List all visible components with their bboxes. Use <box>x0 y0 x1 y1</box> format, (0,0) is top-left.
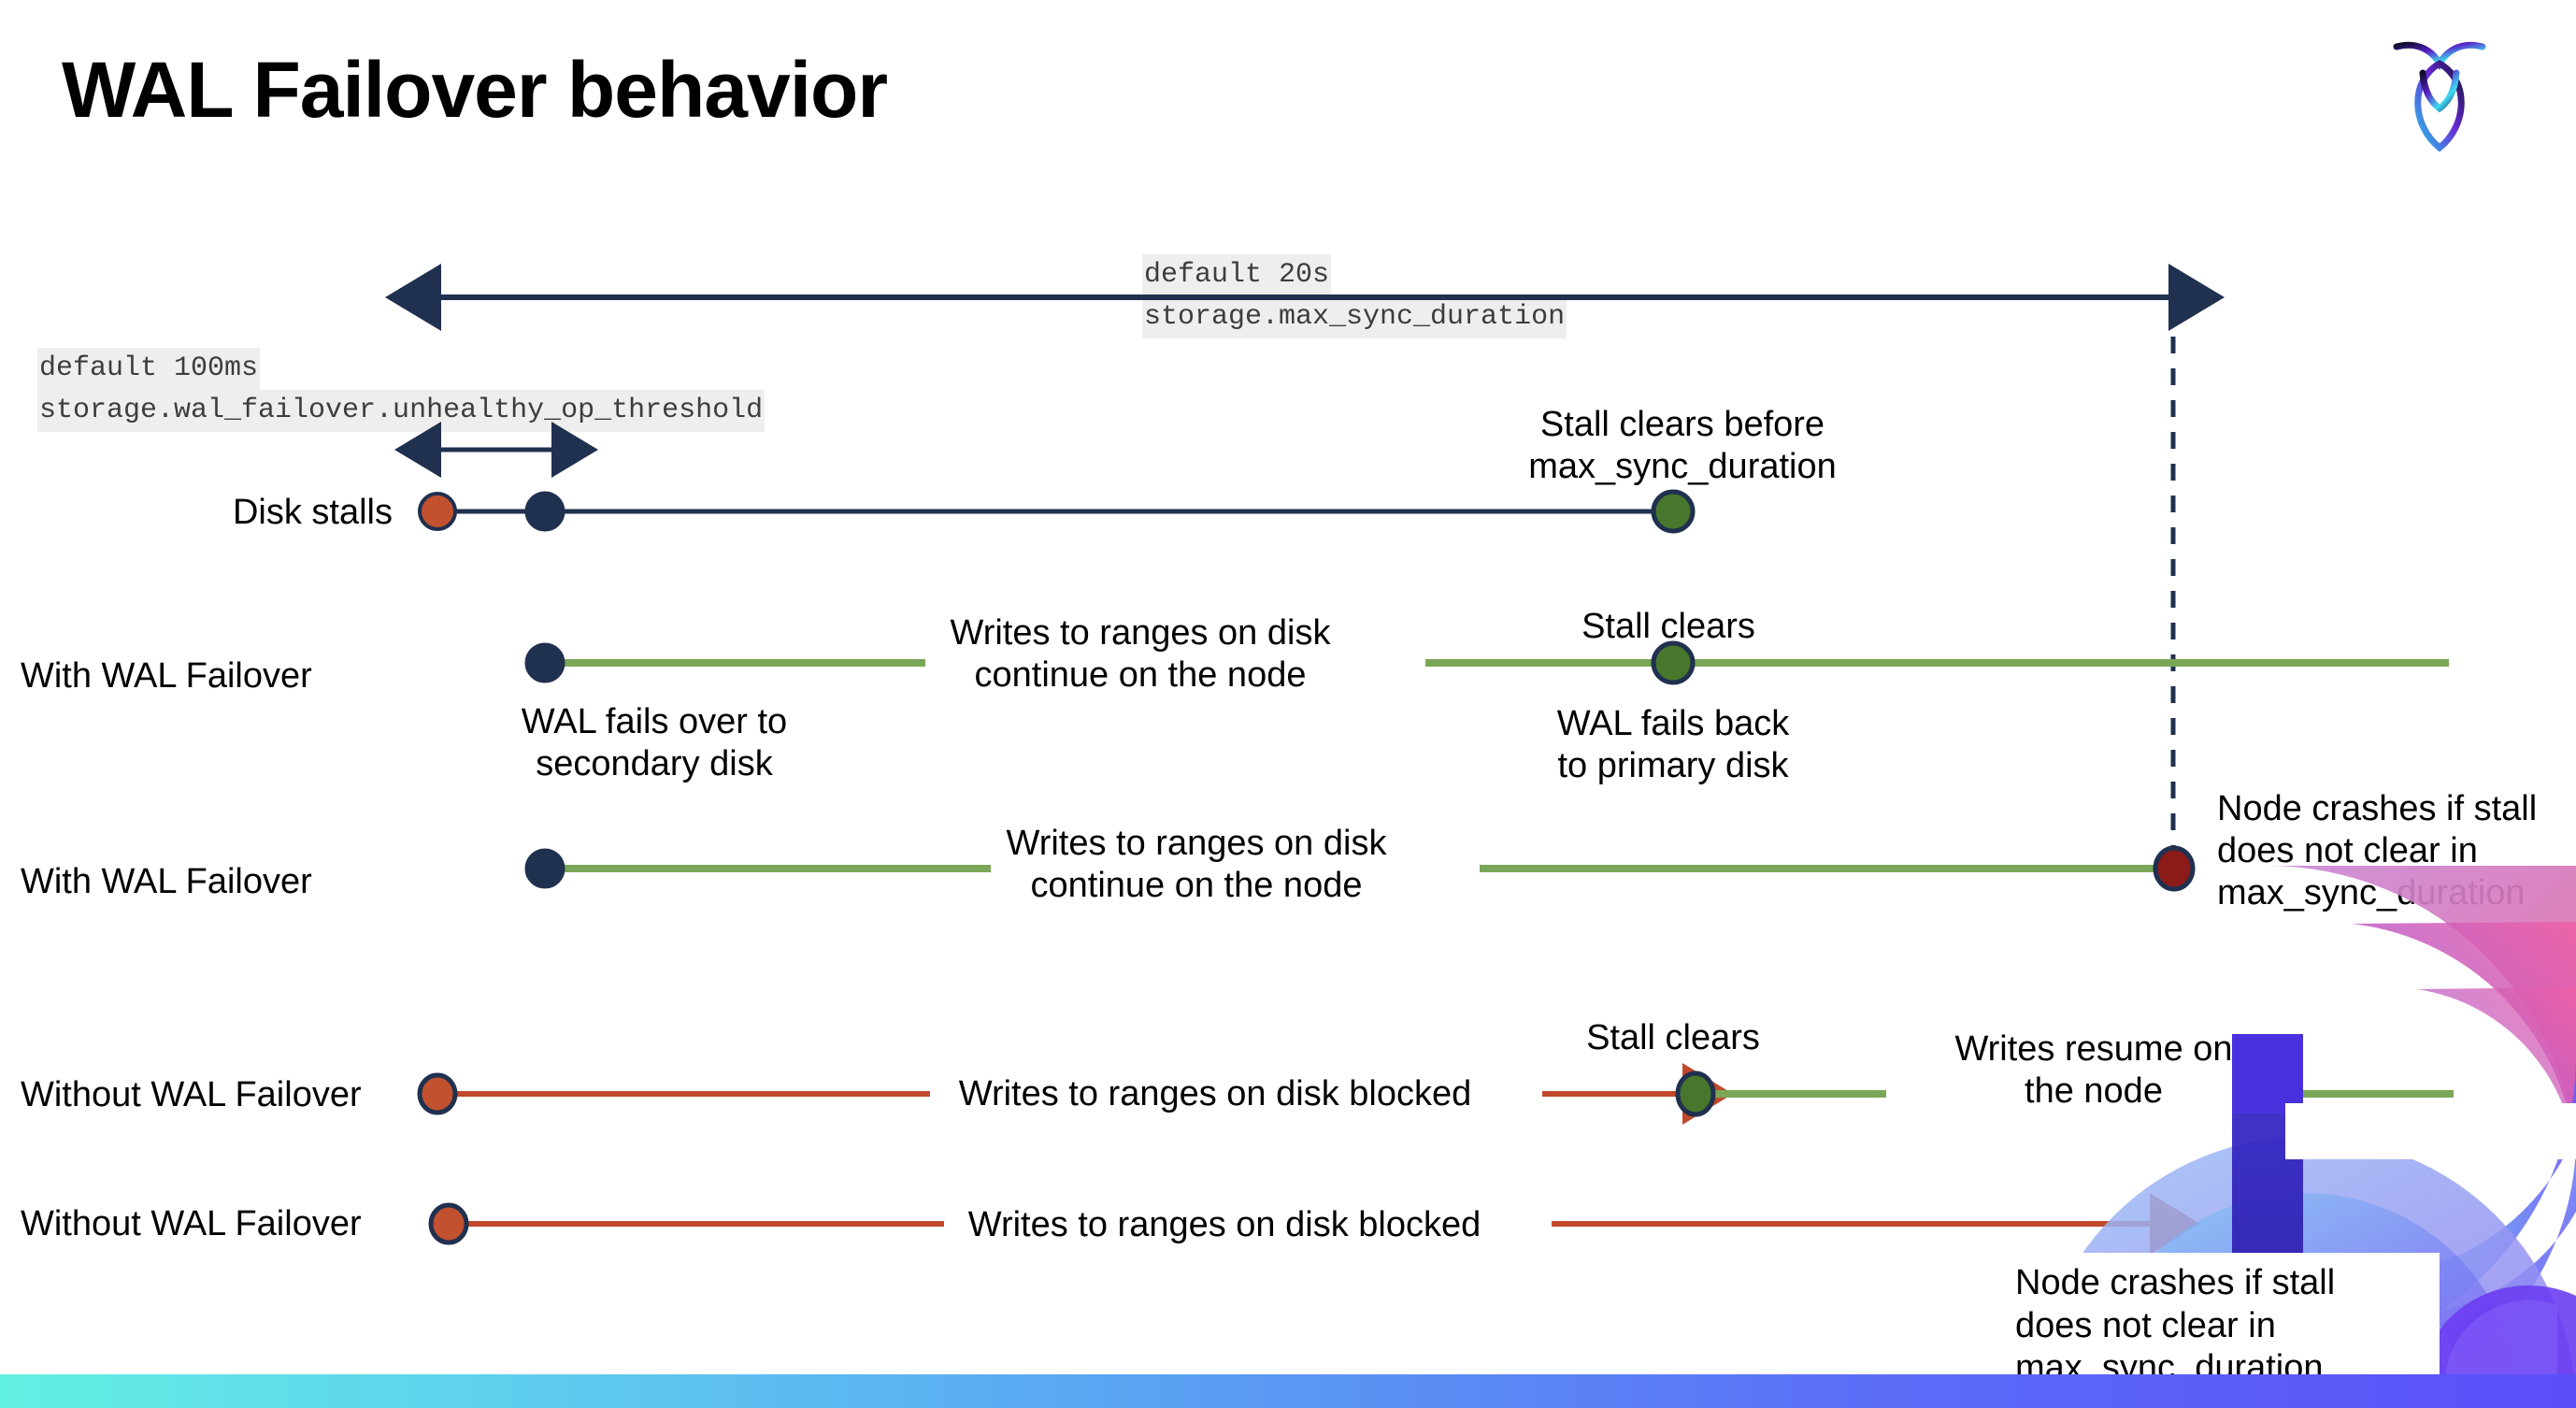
row-label-with-wal-failover-1: With WAL Failover <box>21 656 312 696</box>
note-writes-resume: Writes resume on the node <box>1954 1029 2233 1111</box>
disk-stall-start-dot <box>418 492 457 531</box>
note-writes-continue-2: Writes to ranges on disk continue on the… <box>1006 824 1387 905</box>
disk-stall-clears-dot <box>1651 489 1696 534</box>
note-writes-blocked-1: Writes to ranges on disk blocked <box>958 1074 1472 1113</box>
row-label-with-wal-failover-2: With WAL Failover <box>21 862 312 901</box>
artwork-mask-strip <box>2285 1103 2576 1159</box>
wal-failover-start-dot-2 <box>524 848 565 889</box>
note-stall-clears-1: Stall clears <box>1581 607 1755 646</box>
annotation-max-sync-default: default 20s <box>1142 254 1332 296</box>
without-failover-stall-start-dot-1 <box>417 1072 458 1115</box>
annotation-max-sync-setting: storage.max_sync_duration <box>1142 296 1567 338</box>
without-failover-stall-start-dot-2 <box>428 1202 469 1245</box>
annotation-max-sync-duration: default 20s storage.max_sync_duration <box>1142 254 1567 338</box>
wal-failback-stall-clears-dot <box>1651 640 1696 685</box>
row-label-without-wal-failover-1: Without WAL Failover <box>21 1075 362 1114</box>
note-stall-clears-2: Stall clears <box>1586 1018 1760 1057</box>
note-node-crashes-2: Node crashes if stall does not clear in … <box>2015 1263 2336 1388</box>
row-label-disk-stalls: Disk stalls <box>232 493 393 532</box>
note-writes-continue-1: Writes to ranges on disk continue on the… <box>950 613 1331 695</box>
failover-threshold-dot <box>524 491 565 532</box>
cockroachdb-logo <box>2385 28 2494 159</box>
note-wal-fails-over: WAL fails over to secondary disk <box>521 702 788 783</box>
wal-failover-start-dot-1 <box>524 642 565 683</box>
without-failover-stall-clears-dot <box>1675 1070 1716 1117</box>
annotation-unhealthy-setting: storage.wal_failover.unhealthy_op_thresh… <box>37 390 766 432</box>
note-writes-blocked-2: Writes to ranges on disk blocked <box>967 1205 1481 1244</box>
row-label-without-wal-failover-2: Without WAL Failover <box>21 1204 362 1243</box>
annotation-unhealthy-op-threshold: default 100ms storage.wal_failover.unhea… <box>37 348 766 432</box>
note-wal-fails-back: WAL fails back to primary disk <box>1556 704 1790 785</box>
page-title: WAL Failover behavior <box>62 46 888 134</box>
note-stall-clears-before-max-sync: Stall clears before max_sync_duration <box>1528 405 1837 486</box>
bottom-gradient-bar <box>0 1374 2576 1408</box>
annotation-unhealthy-default: default 100ms <box>37 348 261 390</box>
